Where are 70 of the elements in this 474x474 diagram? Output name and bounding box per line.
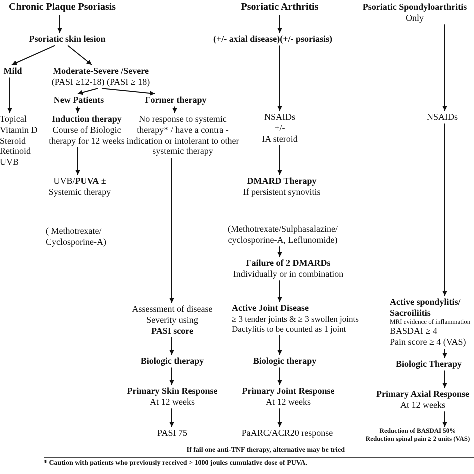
arrow <box>442 348 448 358</box>
step-text: Pain score ≥ 4 (VAS) <box>390 337 468 348</box>
step-heading: DMARD Therapy <box>246 176 318 187</box>
arrow <box>278 280 282 302</box>
step-heading: Psoriatic skin lesion <box>20 34 115 45</box>
arrow <box>278 367 282 386</box>
step-text: Topical Vitamin D Steroid Retinoid UVB <box>0 114 40 168</box>
step-heading: Psoriatic Arthritis <box>230 2 330 14</box>
arrow <box>278 45 282 112</box>
arrow <box>170 158 174 304</box>
step-heading: Primary Joint Response <box>241 386 336 397</box>
step-heading: Biologic therapy <box>130 356 215 367</box>
step-heading: Former therapy <box>136 95 216 106</box>
step-heading: Active spondylitis/ Sacroiliitis <box>390 297 462 319</box>
step-heading: Primary Skin Response <box>126 386 219 397</box>
arrow <box>278 14 282 34</box>
arrow <box>442 411 448 428</box>
step-text: At 12 weeks <box>265 396 312 408</box>
step-text: UVB/PUVA ± Systemic therapy <box>45 176 115 198</box>
arrow <box>58 14 62 34</box>
arrow <box>442 24 448 112</box>
drug-list-text: ( Methotrexate/ Cyclosporine-A) <box>46 226 108 248</box>
step-text: NSAIDs <box>263 112 296 123</box>
arrow <box>76 146 80 176</box>
arrow <box>8 77 12 114</box>
step-text: Individually or in combination <box>232 268 345 280</box>
step-heading: Moderate-Severe /Severe <box>52 66 150 77</box>
step-heading: PASI score <box>150 326 194 336</box>
step-text: +/- <box>274 122 286 134</box>
arrow <box>170 367 174 386</box>
step-heading: Failure of 2 DMARDs <box>245 258 332 269</box>
arrow <box>278 408 282 428</box>
step-text: At 12 weeks <box>400 400 446 411</box>
arrow <box>170 336 174 356</box>
arrow <box>442 123 448 296</box>
step-text: Only <box>405 12 425 24</box>
arrow <box>102 88 156 96</box>
step-text: (PASI ≥12-18) (PASI ≥ 18) <box>50 76 152 88</box>
step-text: Dactylitis to be counted as 1 joint <box>232 324 346 334</box>
arrow <box>172 106 178 114</box>
step-text: (Methotrexate/Sulphasalazine/ cyclosporine-A, Leflunomide) <box>218 224 348 246</box>
step-heading: Psoriatic Spondyloarthritis <box>362 2 468 13</box>
step-text: PaARC/ACR20 response <box>230 428 345 439</box>
step-heading: Biologic Therapy <box>385 359 473 370</box>
step-heading: Chronic Plaque Psoriasis <box>5 2 120 14</box>
arrow <box>278 334 282 356</box>
arrow <box>278 144 282 176</box>
step-heading: (+/- axial disease)(+/- psoriasis) <box>198 34 348 45</box>
arrow <box>68 45 92 66</box>
step-text: If persistent synovitis <box>242 186 322 198</box>
step-heading: New Patients <box>48 95 110 106</box>
arrow <box>442 370 448 388</box>
step-heading: Biologic therapy <box>240 356 330 367</box>
arrow <box>12 45 56 66</box>
step-text: Assessment of disease Severity using <box>131 304 214 326</box>
step-text: BASDAI ≥ 4 <box>390 326 438 338</box>
arrow <box>278 246 282 258</box>
arrow <box>78 88 98 96</box>
step-text: IA steroid <box>261 134 299 144</box>
step-text: PASI 75 <box>140 428 205 439</box>
arrow <box>170 408 174 428</box>
step-text: ≥ 3 tender joints & ≥ 3 swollen joints <box>232 314 360 324</box>
arrow <box>76 106 80 114</box>
step-heading: Induction therapy <box>51 114 123 125</box>
step-text: At 12 weeks <box>149 396 196 408</box>
step-heading: Mild <box>0 66 26 77</box>
step-text: No response to systemic therapy* / have a contra -indication or intolerant to other systemic therapy <box>126 114 240 158</box>
step-heading: Active Joint Disease <box>232 303 310 314</box>
step-heading: Primary Axial Response <box>376 389 470 400</box>
step-text: NSAIDs <box>415 112 470 123</box>
